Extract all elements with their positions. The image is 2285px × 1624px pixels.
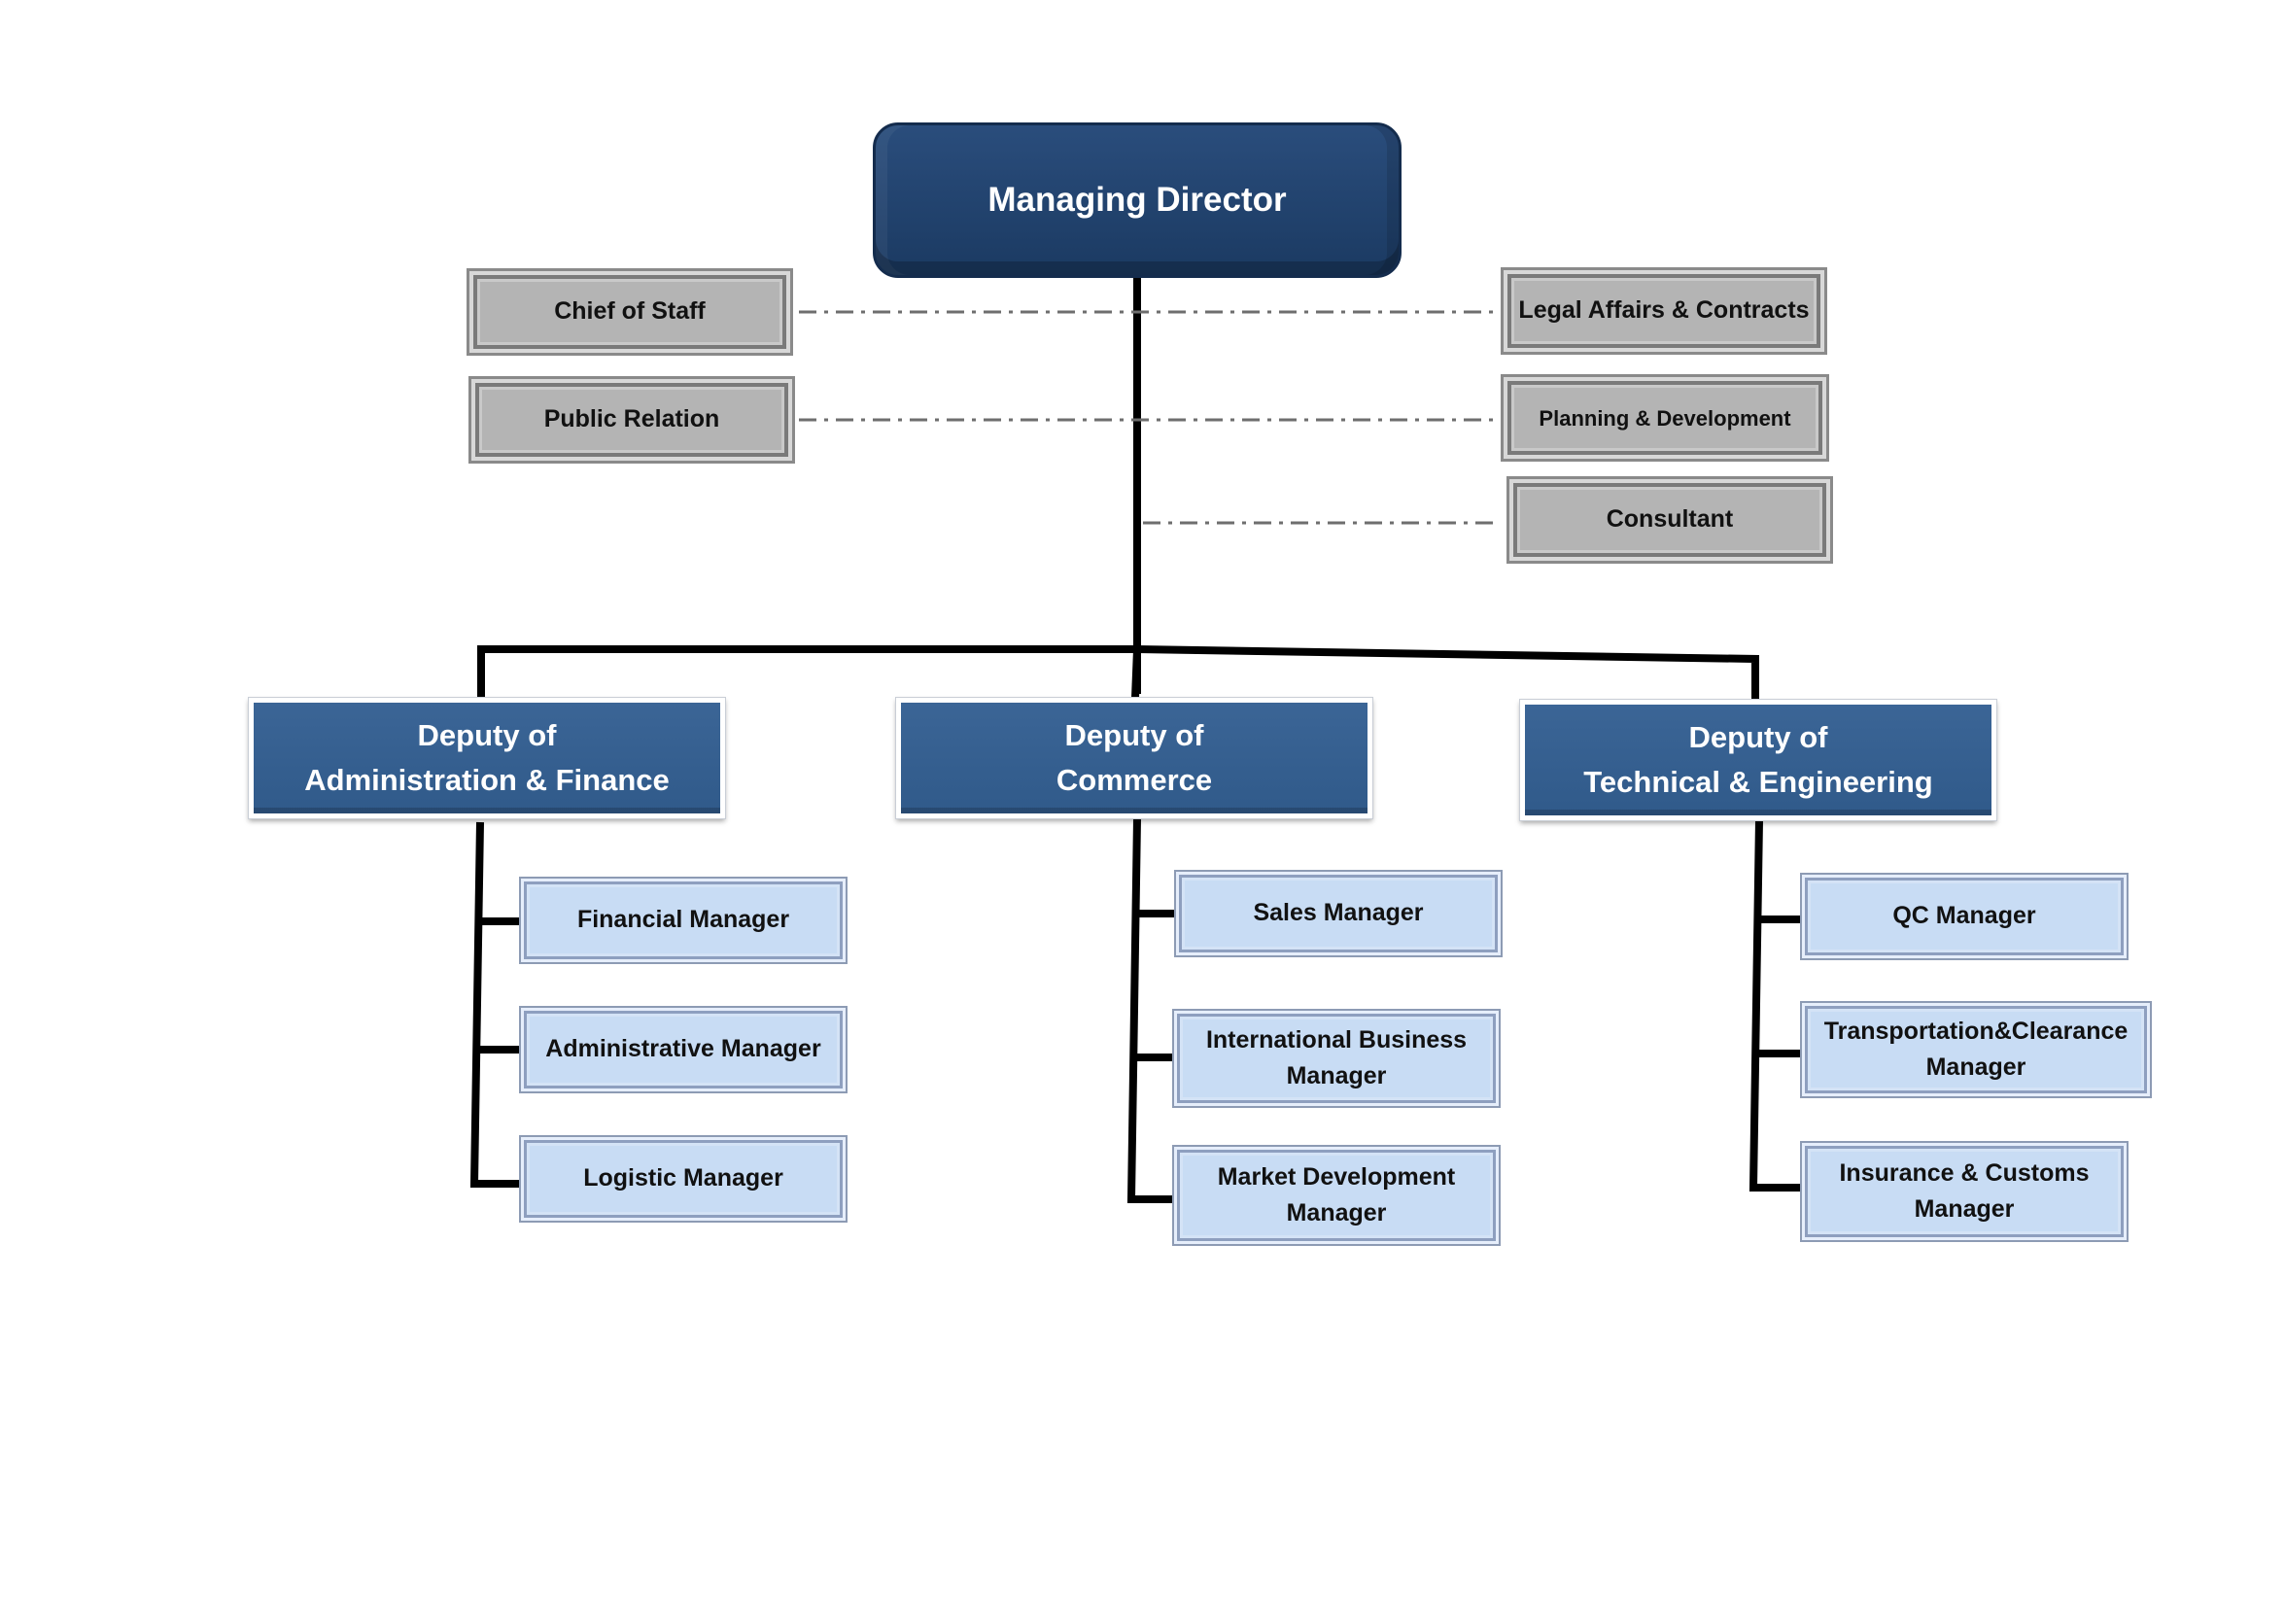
deputy-technical-engineering-line1: Deputy of: [1688, 719, 1828, 754]
branch-admin: [469, 821, 519, 1188]
deputy-commerce-box: Deputy of Commerce: [895, 697, 1373, 819]
financial-manager-box: Financial Manager: [519, 877, 848, 964]
deputy-commerce-line1: Deputy of: [1064, 717, 1204, 752]
insurance-customs-manager-box: Insurance & Customs Manager: [1800, 1141, 2129, 1242]
qc-manager-label: QC Manager: [1892, 902, 2036, 930]
branch-commerce: [1126, 817, 1174, 1203]
international-business-manager-line1: International Business: [1205, 1025, 1468, 1054]
deputy-admin-finance-box: Deputy of Administration & Finance: [248, 697, 726, 819]
planning-development-label: Planning & Development: [1539, 405, 1791, 431]
international-business-manager-box: International Business Manager: [1172, 1009, 1501, 1108]
insurance-customs-manager-line1: Insurance & Customs: [1839, 1158, 2090, 1187]
public-relation-label: Public Relation: [543, 405, 720, 433]
deputy-admin-finance-line1: Deputy of: [417, 717, 557, 752]
consultant-label: Consultant: [1606, 505, 1734, 534]
deputy-drop-center: [1131, 648, 1141, 699]
transportation-clearance-manager-line1: Transportation&Clearance: [1823, 1017, 2129, 1045]
qc-manager-box: QC Manager: [1800, 873, 2129, 960]
chief-of-staff-label: Chief of Staff: [554, 297, 706, 326]
legal-affairs-box: Legal Affairs & Contracts: [1501, 267, 1827, 355]
deputy-commerce-line2: Commerce: [1056, 763, 1213, 797]
managing-director-label: Managing Director: [987, 180, 1287, 219]
logistic-manager-box: Logistic Manager: [519, 1135, 848, 1223]
chief-of-staff-box: Chief of Staff: [467, 268, 793, 356]
legal-affairs-label: Legal Affairs & Contracts: [1518, 296, 1810, 325]
transportation-clearance-manager-box: Transportation&Clearance Manager: [1800, 1001, 2152, 1098]
deputy-technical-engineering-box: Deputy of Technical & Engineering: [1519, 699, 1997, 821]
managing-director-box: Managing Director: [873, 122, 1402, 278]
deputy-technical-engineering-line2: Technical & Engineering: [1583, 765, 1933, 799]
transportation-clearance-manager-line2: Manager: [1925, 1054, 2026, 1081]
deputy-admin-finance-line2: Administration & Finance: [304, 763, 670, 797]
insurance-customs-manager-line2: Manager: [1914, 1195, 2015, 1223]
logistic-manager-label: Logistic Manager: [583, 1164, 783, 1192]
financial-manager-label: Financial Manager: [576, 906, 790, 934]
consultant-box: Consultant: [1506, 476, 1833, 564]
administrative-manager-box: Administrative Manager: [519, 1006, 848, 1093]
market-development-manager-line2: Manager: [1286, 1199, 1387, 1227]
administrative-manager-label: Administrative Manager: [545, 1035, 821, 1063]
deputy-bar: [477, 645, 1759, 702]
market-development-manager-box: Market Development Manager: [1172, 1145, 1501, 1246]
sales-manager-label: Sales Manager: [1253, 899, 1424, 927]
international-business-manager-line2: Manager: [1286, 1062, 1387, 1089]
planning-development-box: Planning & Development: [1501, 374, 1829, 462]
sales-manager-box: Sales Manager: [1174, 870, 1503, 957]
market-development-manager-line1: Market Development: [1217, 1162, 1456, 1191]
branch-technical: [1748, 819, 1800, 1192]
public-relation-box: Public Relation: [468, 376, 795, 464]
